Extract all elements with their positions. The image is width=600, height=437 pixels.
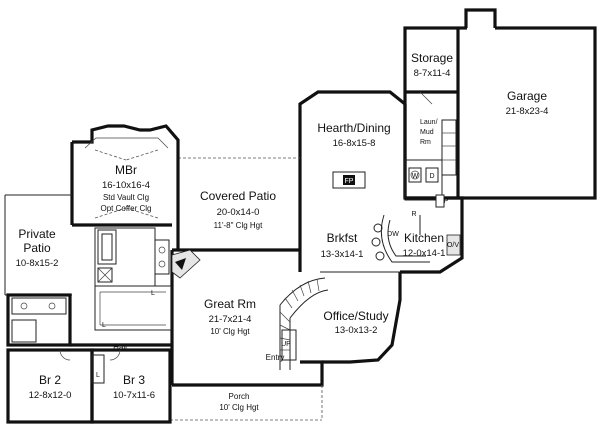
- br3-dimensions: 10-7x11-6: [113, 390, 155, 401]
- laundry-label-2: Mud: [420, 129, 434, 136]
- office-walls: [298, 250, 402, 364]
- great-rm-label: Great Rm: [204, 297, 256, 311]
- mbr-label: MBr: [115, 163, 137, 177]
- great-rm-dimensions: 21-7x21-4: [209, 314, 252, 325]
- garage-label: Garage: [507, 89, 547, 103]
- office-label: Office/Study: [323, 309, 388, 323]
- storage-dimensions: 8-7x11-4: [414, 68, 451, 79]
- fireplace-label: FP: [345, 178, 354, 185]
- dw-label: DW: [387, 231, 399, 238]
- covered-patio-ceiling: 11'-8" Clg Hgt: [214, 221, 263, 230]
- entry-label: Entry: [266, 353, 285, 362]
- master-bedroom-walls: [70, 124, 180, 250]
- hall-label: Hall: [113, 343, 127, 352]
- washer-label: W: [412, 173, 419, 180]
- mbr-ceiling-note-2: Opt Coffer Clg: [101, 204, 152, 213]
- private-patio-label-1: Private: [18, 227, 56, 241]
- covered-patio-label: Covered Patio: [200, 189, 276, 203]
- office-dimensions: 13-0x13-2: [335, 325, 378, 336]
- br2-dimensions: 12-8x12-0: [29, 390, 72, 401]
- hall-bath: [6, 293, 72, 347]
- ov-label: O/V: [447, 242, 459, 249]
- linen-label-2: L: [102, 322, 106, 329]
- storage-label: Storage: [411, 51, 453, 65]
- porch-label: Porch: [229, 392, 250, 401]
- kitchen-walls: [371, 194, 464, 274]
- private-patio-label-2: Patio: [23, 241, 51, 255]
- laundry-label-3: Rm: [420, 139, 431, 146]
- great-rm-ceiling: 10' Clg Hgt: [210, 327, 250, 336]
- br2-label: Br 2: [39, 373, 61, 387]
- pantry-label: P: [444, 198, 449, 205]
- private-patio-dimensions: 10-8x15-2: [16, 258, 59, 269]
- hearth-dining-label: Hearth/Dining: [317, 121, 390, 135]
- mbr-dimensions: 16-10x16-4: [102, 180, 150, 191]
- brkfst-dimensions: 13-3x14-1: [321, 249, 364, 260]
- hearth-dining-dimensions: 16-8x15-8: [333, 138, 376, 149]
- entry-area: [281, 329, 324, 387]
- mbr-ceiling-note-1: Std Vault Clg: [103, 193, 149, 202]
- staircase: [279, 277, 329, 370]
- room-labels: Storage 8-7x11-4 Garage 21-8x23-4 Hearth…: [16, 51, 549, 412]
- dryer-label: D: [429, 173, 434, 180]
- hearth-dining-walls: [298, 90, 407, 250]
- kitchen-label: Kitchen: [404, 231, 444, 245]
- linen-label-1: L: [151, 290, 155, 297]
- bedroom-wing-walls: [6, 343, 172, 424]
- laundry-label-1: Laun/: [420, 119, 438, 126]
- master-bath: [94, 227, 172, 331]
- stair-up-label: UP: [281, 341, 291, 348]
- br3-label: Br 3: [123, 373, 145, 387]
- kitchen-dimensions: 12-0x14-1: [403, 248, 446, 259]
- porch-ceiling: 10' Clg Hgt: [219, 403, 259, 412]
- linen-label-3: L: [96, 372, 100, 379]
- laundry-room: [404, 119, 457, 201]
- brkfst-label: Brkfst: [327, 231, 358, 245]
- garage-dimensions: 21-8x23-4: [506, 106, 549, 117]
- ref-label: R: [411, 211, 416, 218]
- covered-patio-dimensions: 20-0x14-0: [217, 207, 260, 218]
